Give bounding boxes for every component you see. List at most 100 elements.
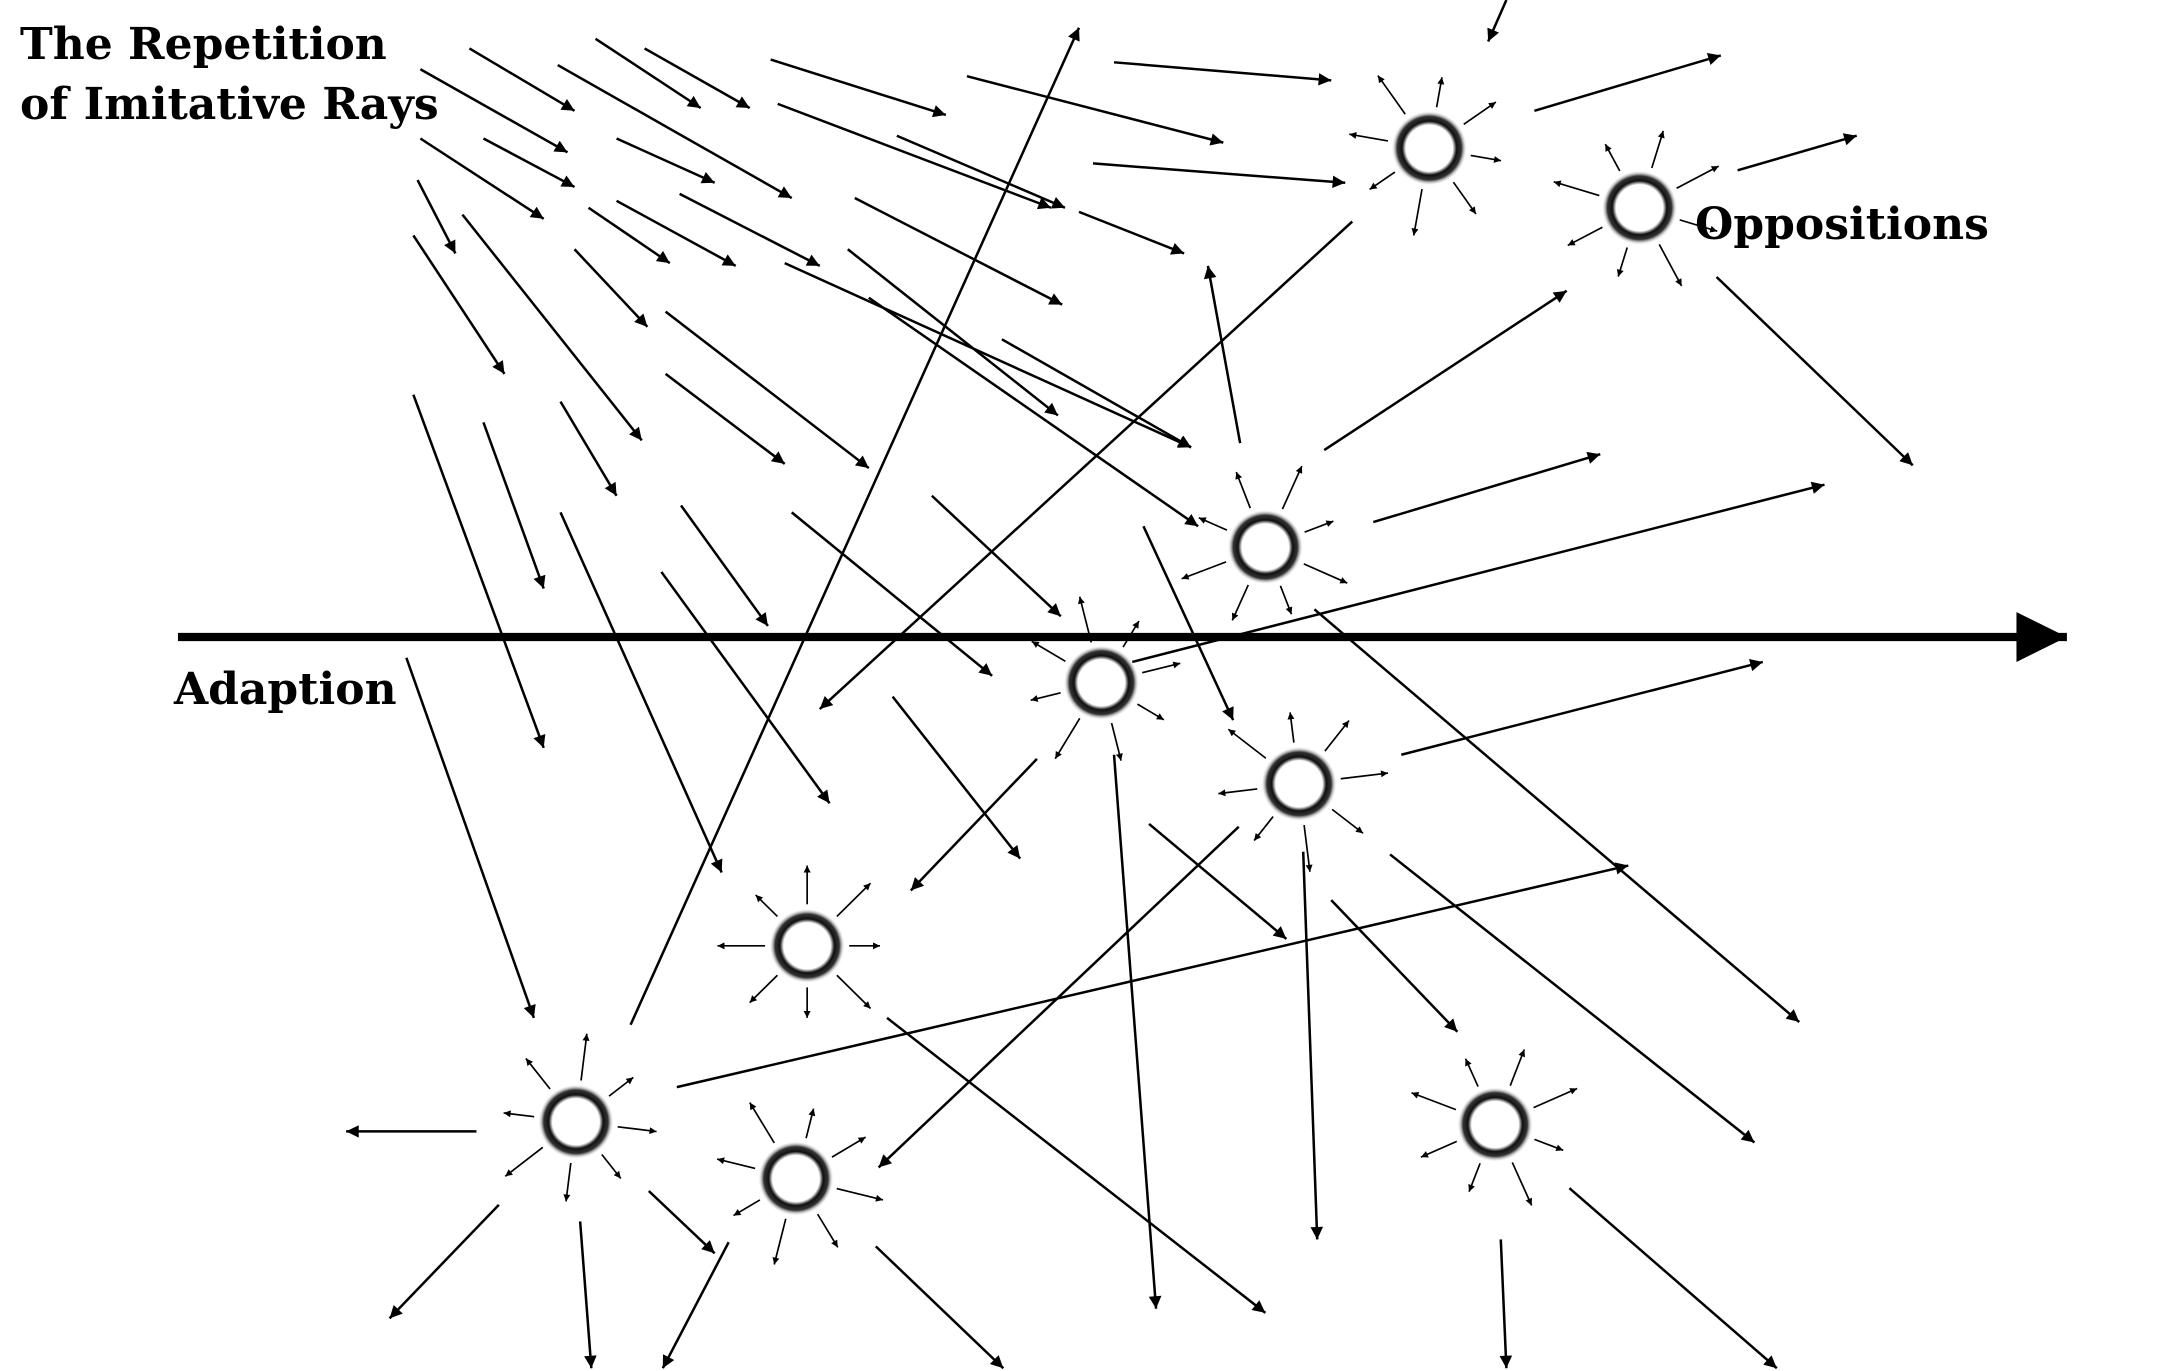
ray-arrow (416, 179, 457, 254)
ray-arrow (868, 296, 1199, 528)
ray-arrow (419, 68, 569, 154)
ray-arrow (1499, 1239, 1513, 1369)
ray-arrow (854, 196, 1063, 306)
adaption-label: Adaption (174, 664, 397, 715)
opposition-node (1030, 596, 1181, 761)
ray-arrow (482, 421, 546, 589)
ray-arrow (647, 1190, 716, 1255)
ray-arrow (1389, 853, 1756, 1144)
radial-arrow (816, 1213, 839, 1248)
ray-arrow (557, 64, 793, 200)
radial-arrow (1137, 703, 1165, 721)
ray-arrow (461, 213, 643, 442)
radial-arrow (1533, 1087, 1578, 1109)
ray-arrow (1112, 754, 1162, 1309)
ray-arrow (1203, 265, 1242, 444)
radial-arrow (1281, 465, 1303, 510)
radial-arrow (1181, 561, 1227, 580)
radial-arrow (580, 1033, 590, 1081)
radial-arrow (1509, 1049, 1526, 1087)
ray-arrow (482, 137, 576, 189)
oppositions-label: Oppositions (1695, 199, 1989, 250)
radial-arrow (755, 894, 779, 918)
ray-arrow (777, 102, 1052, 210)
ray-arrow (877, 825, 1240, 1169)
radial-arrow (749, 1102, 776, 1144)
radial-arrow (1470, 154, 1502, 163)
radial-arrow (733, 1199, 761, 1217)
radial-arrow (1567, 226, 1603, 247)
radial-arrow (836, 882, 872, 918)
ray-arrow (587, 206, 671, 265)
radial-arrow (1464, 1058, 1479, 1087)
ray-arrow (419, 137, 545, 220)
opposition-node (1411, 1049, 1578, 1206)
radial-arrow (1253, 816, 1274, 842)
radial-arrow (1650, 130, 1665, 169)
radial-arrow (1287, 712, 1295, 743)
ray-arrow (1534, 53, 1722, 112)
opposition-node (503, 1033, 657, 1202)
ray-arrow (594, 37, 702, 110)
radial-arrow (1304, 520, 1334, 533)
radial-arrow (1468, 1162, 1481, 1193)
radial-arrow (617, 1125, 657, 1135)
radial-arrow (1303, 563, 1348, 584)
ray-arrow (1737, 133, 1858, 172)
radial-arrow (1411, 1091, 1457, 1111)
ray-arrow (874, 1245, 1005, 1370)
ray-arrow (559, 400, 618, 497)
ray-arrow (1330, 899, 1459, 1033)
radial-arrow (563, 1162, 572, 1202)
radial-arrow (1511, 1162, 1533, 1206)
ray-arrow (1400, 659, 1764, 756)
radial-arrow (1303, 824, 1313, 872)
radial-arrow (1377, 75, 1406, 115)
radial-arrow (836, 974, 872, 1010)
node-circle (538, 1084, 614, 1160)
radial-arrow (1218, 788, 1258, 797)
imitative-rays (346, 0, 1914, 1370)
ray-arrow (784, 261, 1192, 449)
ray-arrow (679, 192, 821, 267)
radial-arrow (772, 1218, 787, 1265)
radial-arrow (716, 1157, 756, 1170)
ray-arrow (578, 1221, 597, 1369)
ray-arrow (680, 504, 769, 627)
opposition-node (716, 1102, 884, 1265)
ray-arrow (966, 74, 1224, 146)
ray-arrow (388, 1203, 500, 1320)
radial-arrow (1054, 717, 1081, 760)
radial-arrow (503, 1110, 535, 1118)
ray-arrow (1301, 851, 1324, 1240)
ray-arrow (664, 372, 786, 465)
ray-arrow (886, 1016, 1267, 1314)
radial-arrow (1658, 244, 1683, 287)
node-circle (1227, 509, 1304, 585)
radial-arrow (1369, 171, 1396, 191)
ray-arrow (676, 862, 1629, 1089)
radial-arrow (1452, 181, 1477, 215)
ray-arrow (1092, 162, 1346, 189)
ray-arrow (1313, 608, 1801, 1023)
ray-arrow (629, 27, 1081, 1026)
radial-arrow (1616, 247, 1629, 277)
node-circle (1063, 645, 1140, 721)
ray-arrow (661, 1241, 730, 1369)
ray-arrow (660, 571, 831, 804)
ray-arrow (1372, 451, 1601, 524)
radial-arrow (1235, 471, 1252, 509)
radial-arrow (1411, 188, 1423, 236)
radial-arrow (601, 1153, 622, 1179)
ray-arrow (412, 394, 546, 749)
radial-arrow (1340, 770, 1389, 780)
radial-arrow (1463, 101, 1497, 126)
opposition-node (1181, 465, 1348, 621)
ray-arrow (1568, 1187, 1778, 1370)
node-circle (1601, 170, 1678, 246)
radial-arrow (1679, 219, 1718, 233)
node-circle (1457, 1087, 1534, 1162)
node-circle (758, 1141, 834, 1216)
radial-arrow (608, 1076, 634, 1097)
radial-arrow (1031, 640, 1066, 663)
